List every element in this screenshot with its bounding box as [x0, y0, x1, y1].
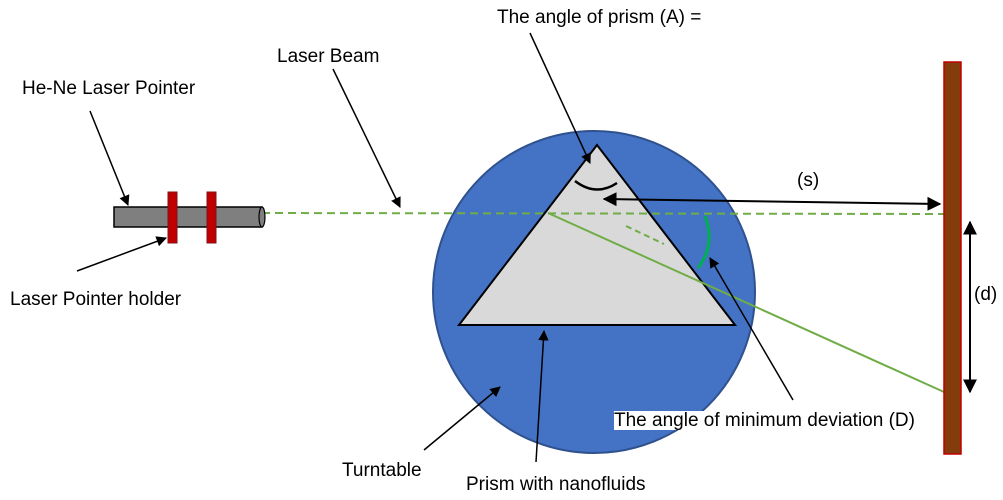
prism-label: Prism with nanofluids — [466, 474, 646, 495]
refracted-beam — [547, 212, 945, 393]
pointer-holder-right — [206, 191, 217, 244]
laser-pointer-label: He-Ne Laser Pointer — [22, 78, 196, 99]
distance-d-label: (d) — [974, 284, 998, 305]
prism-angle-arc — [574, 179, 618, 191]
laser-beam-label: Laser Beam — [277, 46, 380, 67]
prism-label-line — [535, 329, 549, 463]
min-deviation-label: The angle of minimum deviation (D) — [614, 410, 915, 431]
turntable-label-line — [423, 386, 501, 451]
distance-s-arrow — [602, 192, 942, 211]
screen-board — [943, 61, 962, 455]
deviation-arc — [696, 215, 711, 269]
laser-pointer-body — [113, 206, 263, 228]
deviation-label-line — [709, 257, 794, 401]
pointer-holder-left — [167, 191, 178, 244]
prism-angle-pointer — [529, 32, 591, 164]
laser-pointer-tip — [258, 206, 266, 228]
beam-extension — [625, 225, 665, 245]
distance-s-label: (s) — [797, 170, 820, 191]
turntable-label: Turntable — [342, 460, 422, 481]
incident-beam — [261, 212, 945, 215]
prism-angle-label: The angle of prism (A) = — [497, 7, 702, 28]
pointer-holder-label: Laser Pointer holder — [10, 289, 182, 310]
laser-pointer-label-line — [89, 110, 130, 206]
laser-beam-pointer — [332, 68, 401, 208]
holder-label-line — [76, 236, 167, 272]
